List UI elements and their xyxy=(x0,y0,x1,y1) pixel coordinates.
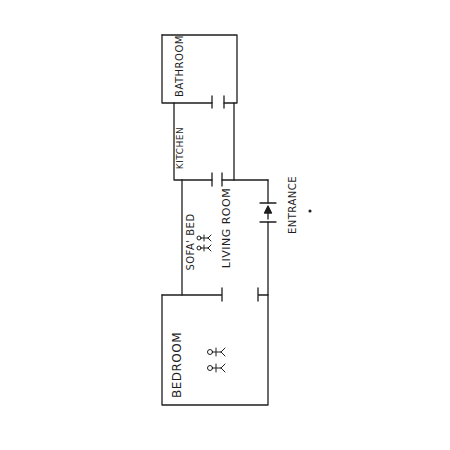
entrance-label: ENTRANCE xyxy=(288,176,298,234)
room-name: KITCHEN xyxy=(176,127,185,170)
room-area: SOFA' BED LIVING ROOM xyxy=(183,181,267,294)
kitchen-wall xyxy=(174,103,212,180)
bedroom-wall xyxy=(162,288,222,301)
entrance-door xyxy=(260,203,276,222)
kitchen-wall xyxy=(222,179,234,180)
living-room-wall xyxy=(267,180,268,295)
bathroom-wall xyxy=(162,35,237,103)
stick-figure xyxy=(197,235,211,251)
room-name: BATHROOM xyxy=(175,35,185,97)
door-jamb xyxy=(212,173,222,186)
furniture-label: SOFA' BED xyxy=(186,213,196,270)
room-name: BEDROOM xyxy=(171,332,183,398)
room-area: KITCHEN xyxy=(175,104,233,179)
room-name: LIVING ROOM xyxy=(221,188,232,268)
bathroom-wall xyxy=(162,35,212,103)
room-area: BATHROOM xyxy=(163,36,236,102)
dot xyxy=(309,210,311,212)
stick-figure xyxy=(208,348,226,372)
living-room-wall xyxy=(181,180,182,295)
door-jamb xyxy=(212,96,224,108)
kitchen-wall xyxy=(234,103,268,180)
bedroom-wall xyxy=(162,288,268,405)
room-area: BEDROOM xyxy=(163,296,267,404)
arrow-head xyxy=(265,206,272,213)
